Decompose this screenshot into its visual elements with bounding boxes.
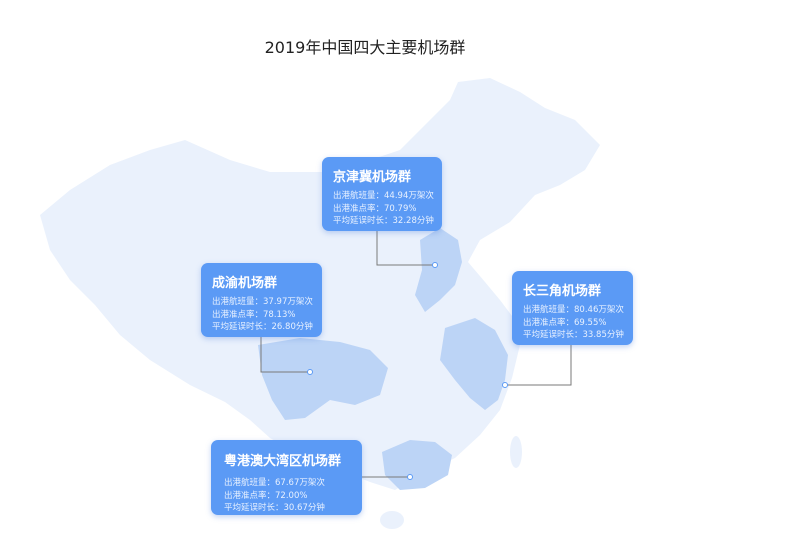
region-chengyu	[258, 338, 388, 420]
connector-yangtze-delta	[505, 345, 572, 386]
marker-chengyu	[307, 369, 313, 375]
flights-stat: 出港航班量：44.94万架次	[333, 190, 434, 203]
delay-label: 平均延误时长：	[212, 322, 272, 332]
delay-stat: 平均延误时长：30.67分钟	[224, 502, 349, 515]
ontime-label: 出港准点率：	[333, 203, 385, 214]
group-name: 京津冀机场群	[333, 170, 412, 185]
flights-label: 出港航班量：	[523, 305, 575, 315]
ontime-value: 69.55%	[574, 317, 607, 328]
flights-value: 80.46万架次	[574, 305, 624, 315]
region-jingjinji	[415, 228, 462, 312]
flights-value: 37.97万架次	[263, 297, 313, 307]
group-name: 长三角机场群	[523, 284, 602, 299]
flights-value: 67.67万架次	[275, 478, 325, 488]
map-title: 2019年中国四大主要机场群	[264, 38, 466, 57]
flights-stat: 出港航班量：80.46万架次	[523, 304, 624, 317]
delay-label: 平均延误时长：	[523, 330, 583, 340]
flights-label: 出港航班量：	[212, 297, 264, 307]
ontime-stat: 出港准点率：70.79%	[333, 203, 431, 216]
ontime-value: 70.79%	[384, 203, 417, 214]
taiwan-island	[510, 436, 522, 468]
marker-jingjinji	[432, 262, 438, 268]
card-yangtze-delta: 长三角机场群 出港航班量：80.46万架次 出港准点率：69.55% 平均延误时…	[512, 271, 633, 345]
ontime-label: 出港准点率：	[212, 309, 264, 320]
delay-stat: 平均延误时长：33.85分钟	[523, 329, 624, 342]
ontime-value: 72.00%	[275, 490, 308, 501]
ontime-stat: 出港准点率：69.55%	[523, 317, 622, 330]
connector-jingjinji	[376, 231, 435, 266]
ontime-value: 78.13%	[263, 309, 296, 320]
card-greater-bay: 粤港澳大湾区机场群 出港航班量：67.67万架次 出港准点率：72.00% 平均…	[211, 440, 362, 515]
delay-stat: 平均延误时长：32.28分钟	[333, 215, 434, 228]
flights-value: 44.94万架次	[384, 191, 434, 201]
marker-greater-bay	[407, 474, 413, 480]
delay-value: 33.85分钟	[582, 330, 624, 340]
group-name: 粤港澳大湾区机场群	[224, 454, 342, 469]
delay-stat: 平均延误时长：26.80分钟	[212, 321, 313, 334]
card-chengyu: 成渝机场群 出港航班量：37.97万架次 出港准点率：78.13% 平均延误时长…	[201, 263, 322, 337]
delay-value: 32.28分钟	[392, 216, 434, 226]
flights-stat: 出港航班量：67.67万架次	[224, 477, 349, 490]
hainan-island	[380, 511, 404, 529]
flights-label: 出港航班量：	[224, 478, 276, 488]
region-greater-bay	[382, 440, 452, 490]
delay-value: 26.80分钟	[271, 322, 313, 332]
ontime-stat: 出港准点率：72.00%	[224, 490, 349, 503]
delay-label: 平均延误时长：	[333, 216, 393, 226]
group-name: 成渝机场群	[212, 276, 278, 291]
flights-label: 出港航班量：	[333, 191, 385, 201]
flights-stat: 出港航班量：37.97万架次	[212, 296, 313, 309]
delay-label: 平均延误时长：	[224, 503, 284, 513]
connector-chengyu	[260, 337, 310, 373]
ontime-label: 出港准点率：	[523, 317, 575, 328]
card-jingjinji: 京津冀机场群 出港航班量：44.94万架次 出港准点率：70.79% 平均延误时…	[322, 157, 442, 231]
marker-yangtze-delta	[502, 382, 508, 388]
delay-value: 30.67分钟	[283, 503, 325, 513]
region-yangtze-delta	[440, 318, 508, 410]
ontime-label: 出港准点率：	[224, 490, 276, 501]
ontime-stat: 出港准点率：78.13%	[212, 309, 311, 322]
